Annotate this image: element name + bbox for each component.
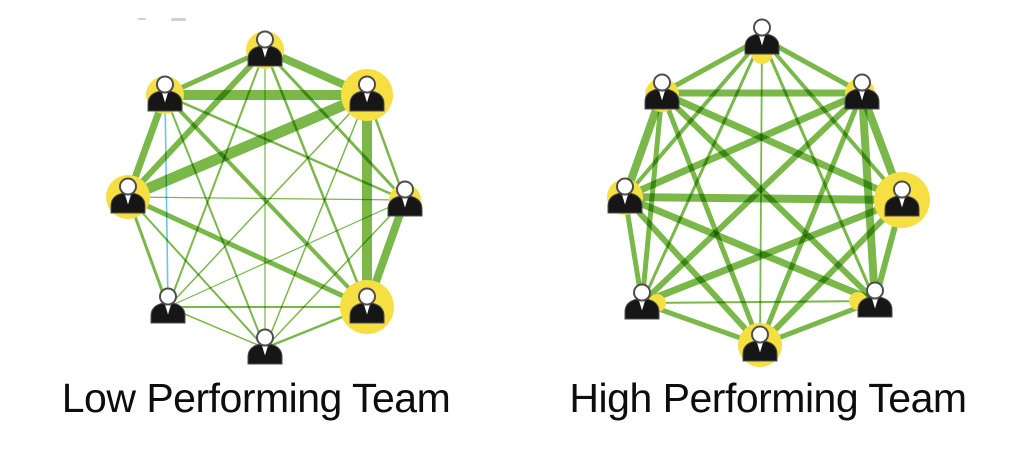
person-collar-icon bbox=[658, 88, 666, 101]
person-head-icon bbox=[358, 287, 376, 306]
person-head-icon bbox=[396, 180, 414, 199]
high-performing-team-caption: High Performing Team bbox=[569, 375, 967, 421]
person-head-icon bbox=[256, 328, 274, 347]
person-node-low-2 bbox=[341, 69, 393, 121]
communication-edge-low-0-4 bbox=[263, 48, 407, 202]
communication-edge-high-1-5 bbox=[639, 92, 665, 304]
person-collar-icon bbox=[164, 302, 172, 315]
communication-edge-low-0-6 bbox=[263, 49, 369, 308]
person-head-icon bbox=[159, 287, 177, 306]
communication-edge-low-2-7 bbox=[264, 94, 368, 349]
person-head-icon bbox=[893, 180, 911, 199]
high-performing-team-panel: High Performing Team bbox=[512, 0, 1024, 458]
person-collar-icon bbox=[363, 90, 371, 103]
person-collar-icon bbox=[161, 90, 169, 103]
person-head-icon bbox=[751, 325, 769, 344]
high-performing-team-network-diagram bbox=[607, 18, 930, 367]
communication-edge-low-0-5 bbox=[167, 49, 266, 308]
communication-edge-high-0-7 bbox=[759, 37, 763, 346]
person-node-low-0 bbox=[246, 30, 284, 69]
person-node-low-6 bbox=[340, 280, 394, 334]
person-collar-icon bbox=[871, 296, 879, 309]
communication-edge-low-3-6 bbox=[126, 194, 369, 310]
low-performing-team-network-diagram bbox=[106, 30, 423, 365]
communication-edge-low-4-5 bbox=[167, 199, 406, 308]
person-collar-icon bbox=[261, 343, 269, 356]
low-performing-team-caption: Low Performing Team bbox=[61, 375, 451, 421]
person-head-icon bbox=[616, 177, 634, 196]
communication-edge-high-0-3 bbox=[623, 36, 764, 199]
person-node-high-7 bbox=[738, 323, 782, 367]
communication-edge-low-1-4 bbox=[164, 93, 406, 202]
person-head-icon bbox=[753, 18, 771, 37]
communication-edge-high-0-5 bbox=[640, 37, 764, 304]
communication-edge-high-3-6 bbox=[623, 193, 877, 305]
communication-edge-low-3-7 bbox=[127, 196, 266, 349]
communication-edge-low-3-4 bbox=[127, 196, 406, 201]
communication-edge-low-1-5 bbox=[164, 94, 169, 308]
communication-edge-low-2-5 bbox=[167, 94, 368, 308]
communication-edge-high-4-7 bbox=[757, 197, 905, 348]
communication-edge-high-0-4 bbox=[760, 36, 904, 202]
communication-edge-low-0-3 bbox=[125, 47, 268, 200]
person-collar-icon bbox=[858, 88, 866, 101]
person-collar-icon bbox=[363, 302, 371, 315]
person-node-high-3 bbox=[607, 177, 643, 215]
person-collar-icon bbox=[621, 192, 629, 205]
communication-edge-low-4-7 bbox=[264, 199, 406, 349]
person-node-high-0 bbox=[744, 18, 780, 64]
person-collar-icon bbox=[124, 192, 132, 205]
person-node-low-1 bbox=[146, 75, 184, 114]
person-head-icon bbox=[358, 75, 376, 94]
person-node-low-4 bbox=[387, 180, 423, 217]
person-collar-icon bbox=[898, 195, 906, 208]
person-head-icon bbox=[156, 75, 174, 94]
person-node-low-7 bbox=[247, 328, 283, 365]
communication-edge-high-1-4 bbox=[660, 89, 904, 204]
communication-edge-high-2-5 bbox=[639, 90, 865, 306]
person-node-high-4 bbox=[874, 172, 930, 228]
person-node-high-5 bbox=[624, 283, 666, 320]
communication-edge-high-4-5 bbox=[640, 196, 904, 307]
person-node-high-6 bbox=[849, 281, 893, 318]
communication-edge-high-5-6 bbox=[641, 300, 876, 304]
person-node-low-5 bbox=[150, 287, 186, 324]
person-head-icon bbox=[256, 30, 274, 49]
person-head-icon bbox=[866, 281, 884, 300]
person-collar-icon bbox=[638, 298, 646, 311]
person-collar-icon bbox=[401, 195, 409, 208]
person-head-icon bbox=[853, 73, 871, 92]
person-collar-icon bbox=[261, 45, 269, 58]
communication-edge-low-1-6 bbox=[163, 93, 369, 309]
communication-edge-high-0-6 bbox=[760, 37, 877, 302]
communication-edge-low-2-3 bbox=[125, 89, 370, 203]
communication-edge-low-1-7 bbox=[164, 94, 266, 349]
person-head-icon bbox=[119, 177, 137, 196]
person-collar-icon bbox=[758, 33, 766, 46]
person-node-low-3 bbox=[106, 175, 150, 219]
person-collar-icon bbox=[756, 340, 764, 353]
person-head-icon bbox=[653, 73, 671, 92]
communication-edge-high-3-4 bbox=[624, 193, 903, 204]
low-performing-team-panel: Low Performing Team bbox=[61, 30, 451, 421]
person-node-high-1 bbox=[644, 73, 680, 112]
person-node-high-2 bbox=[844, 73, 880, 110]
person-head-icon bbox=[633, 283, 651, 302]
